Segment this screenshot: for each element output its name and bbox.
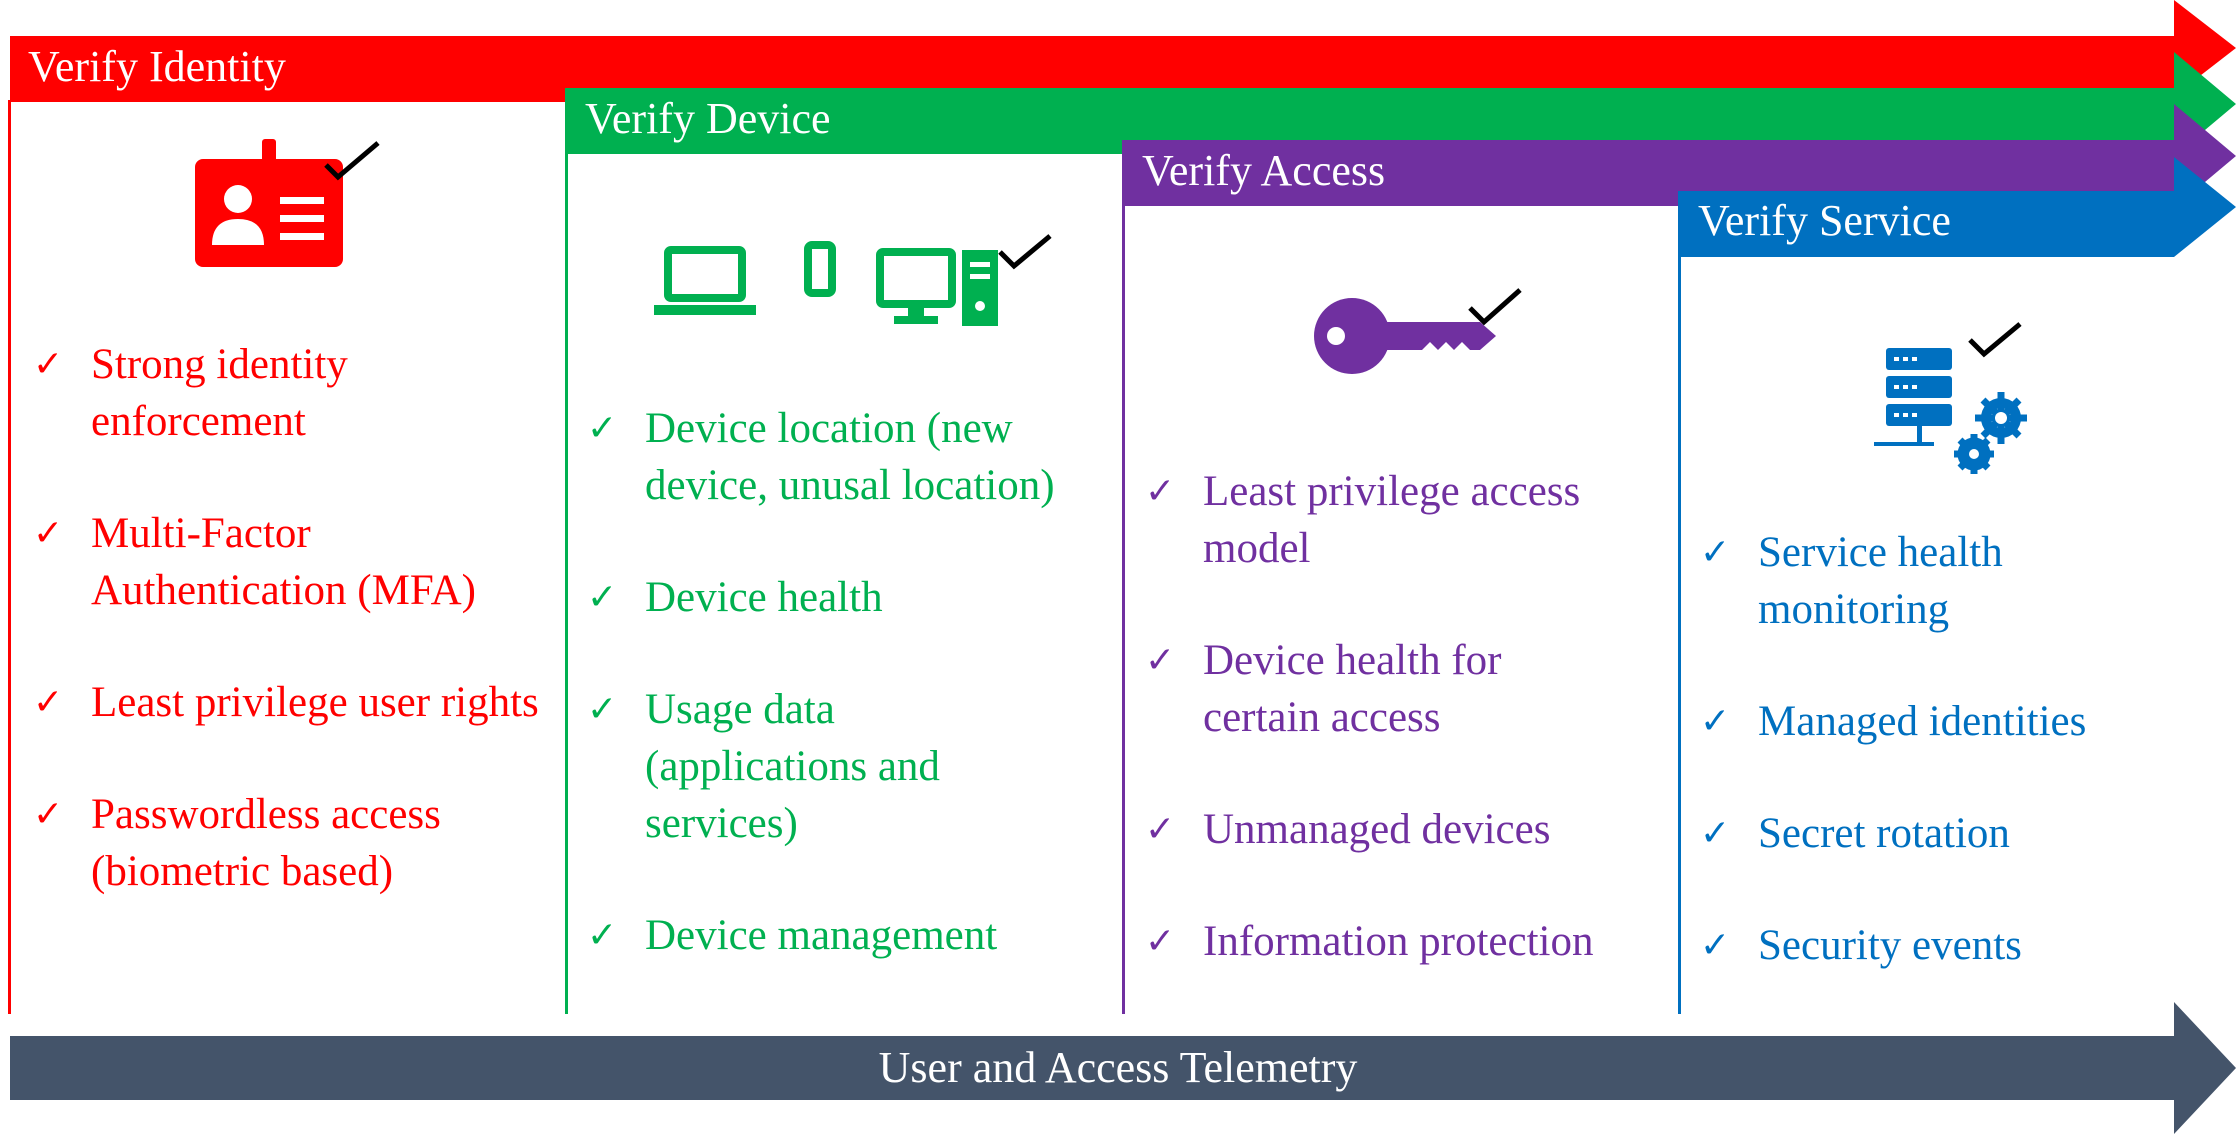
check-icon: ✓	[1145, 921, 1176, 962]
identity-band-arrow	[10, 0, 2236, 102]
service-column-border	[1678, 255, 1681, 1014]
devices-check-icon	[654, 234, 1052, 326]
telemetry-label: User and Access Telemetry	[878, 1043, 1358, 1092]
verify-device-title: Verify Device	[585, 94, 831, 143]
list-item: ✓ Service health monitoring	[1700, 524, 2230, 638]
check-icon: ✓	[1700, 925, 1731, 966]
check-icon: ✓	[1145, 640, 1176, 681]
list-item: ✓ Information protection	[1145, 913, 1675, 970]
server-gear-check-icon	[1874, 322, 2027, 474]
list-item: ✓ Least privilege user rights	[33, 674, 558, 731]
check-icon: ✓	[1700, 532, 1731, 573]
list-item: ✓ Device health for certain access	[1145, 632, 1675, 746]
list-item: ✓ Least privilege access model	[1145, 463, 1675, 577]
access-band-arrow	[1122, 104, 2236, 208]
identity-column-border	[8, 100, 11, 1014]
device-band-arrow	[565, 52, 2236, 156]
check-icon: ✓	[587, 408, 618, 449]
check-icon: ✓	[1700, 813, 1731, 854]
access-column-border	[1122, 204, 1125, 1014]
key-check-icon	[1314, 288, 1522, 374]
identity-items: ✓ Strong identity enforcement ✓ Multi-Fa…	[33, 336, 558, 900]
list-item: ✓ Secret rotation	[1700, 805, 2230, 862]
check-icon: ✓	[587, 915, 618, 956]
list-item: ✓ Passwordless access (biometric based)	[33, 786, 558, 900]
check-icon: ✓	[1700, 701, 1731, 742]
device-items: ✓ Device location (new device, unusal lo…	[587, 400, 1117, 964]
verify-identity-title: Verify Identity	[28, 42, 286, 91]
check-icon: ✓	[33, 344, 64, 385]
check-icon: ✓	[587, 689, 618, 730]
telemetry-band-arrow	[10, 1002, 2236, 1134]
device-column-border	[565, 152, 568, 1014]
list-item: ✓ Device management	[587, 907, 1117, 964]
verify-access-title: Verify Access	[1142, 146, 1386, 195]
list-item: ✓ Unmanaged devices	[1145, 801, 1675, 858]
check-icon: ✓	[33, 794, 64, 835]
list-item: ✓ Multi-Factor Authentication (MFA)	[33, 505, 558, 619]
access-items: ✓ Least privilege access model ✓ Device …	[1145, 463, 1675, 970]
list-item: ✓ Security events	[1700, 917, 2230, 974]
check-icon: ✓	[1145, 471, 1176, 512]
list-item: ✓ Strong identity enforcement	[33, 336, 558, 450]
list-item: ✓ Device health	[587, 569, 1117, 626]
verify-service-title: Verify Service	[1698, 196, 1951, 245]
service-band-arrow	[1678, 157, 2236, 257]
check-icon: ✓	[1145, 809, 1176, 850]
check-icon: ✓	[587, 577, 618, 618]
list-item: ✓ Managed identities	[1700, 693, 2230, 750]
service-items: ✓ Service health monitoring ✓ Managed id…	[1700, 524, 2230, 974]
id-badge-check-icon	[195, 139, 380, 267]
list-item: ✓ Device location (new device, unusal lo…	[587, 400, 1117, 514]
list-item: ✓ Usage data (applications and services)	[587, 681, 1117, 852]
check-icon: ✓	[33, 513, 64, 554]
check-icon: ✓	[33, 682, 64, 723]
